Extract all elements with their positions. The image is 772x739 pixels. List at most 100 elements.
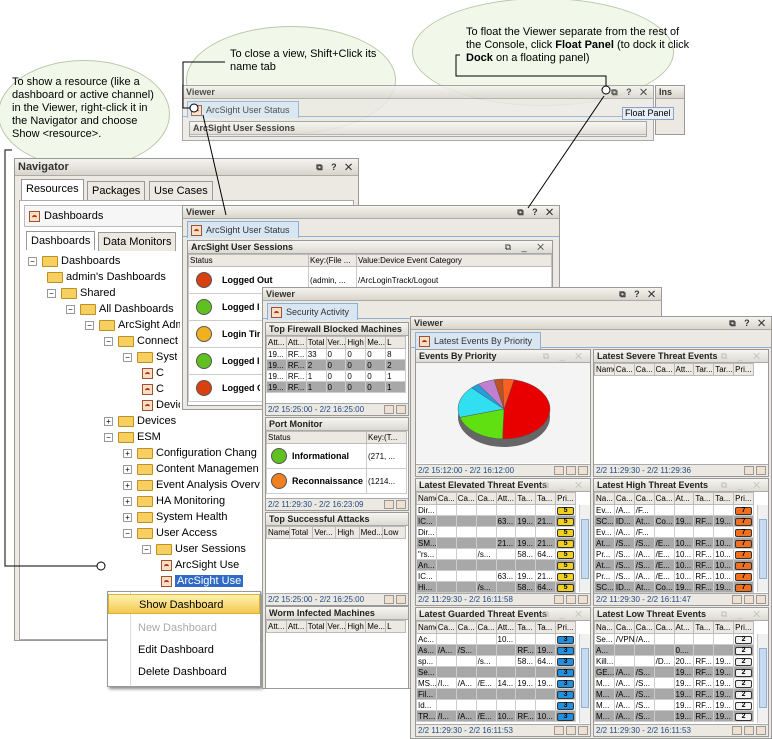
toolbar-button[interactable] [554, 595, 564, 604]
tree-item[interactable]: −ESM [104, 429, 161, 445]
tree-item[interactable]: −ArcSight Adm [85, 317, 180, 333]
panel-buttons[interactable]: ⧉ _ ✕ [720, 480, 764, 490]
tree-item[interactable]: +Event Analysis Overv [123, 477, 260, 493]
table-row[interactable]: A...0....2 [594, 644, 754, 656]
table-row[interactable]: Hi.../s...58...64...5 [416, 581, 576, 593]
tree-item[interactable]: C [142, 381, 164, 397]
pie-slice[interactable] [459, 408, 505, 440]
tree-item[interactable]: +Content Managemen [123, 461, 259, 477]
toolbar-button[interactable] [756, 595, 766, 604]
column-header[interactable]: Att... [673, 363, 695, 376]
collapse-icon[interactable]: − [142, 544, 151, 554]
menu-item-edit-dashboard[interactable]: Edit Dashboard [138, 644, 214, 656]
toolbar-button[interactable] [384, 595, 394, 604]
tree-item[interactable]: ArcSight Use [161, 573, 244, 589]
tab-arcsight-user-status[interactable]: ArcSight User Status [187, 221, 299, 238]
toolbar-button[interactable] [578, 595, 588, 604]
vertical-scrollbar[interactable] [579, 505, 590, 592]
toolbar-button[interactable] [566, 726, 576, 735]
column-header[interactable]: High [345, 620, 367, 633]
collapse-icon[interactable]: − [28, 256, 37, 266]
tree-item[interactable]: −All Dashboards [66, 301, 174, 317]
table-row[interactable]: Reconnaissance(1214... [266, 468, 407, 494]
pie-slice[interactable] [502, 378, 515, 410]
tree-item[interactable]: +System Health [123, 509, 228, 525]
expand-icon[interactable]: + [123, 448, 132, 458]
column-header[interactable]: Ta... [515, 492, 537, 505]
toolbar-button[interactable] [732, 595, 742, 604]
table-row[interactable]: M.../A.../S...19...RF...19...2 [594, 677, 754, 689]
column-header[interactable]: Med... [358, 526, 383, 539]
table-row[interactable]: Kill.../D...20...RF...19...2 [594, 655, 754, 667]
tree-item[interactable]: Device Status [142, 397, 180, 413]
panel-buttons[interactable]: ⧉ _ ✕ [504, 242, 548, 252]
pie-slice[interactable] [502, 379, 551, 440]
table-row[interactable]: SC...ID...At...Co...19...RF...19...7 [594, 515, 754, 527]
column-header[interactable]: Name [594, 363, 615, 376]
tree-item[interactable]: ArcSight Use [161, 557, 239, 573]
column-header[interactable]: Pri... [555, 492, 576, 505]
subtab-data-monitors[interactable]: Data Monitors [98, 232, 177, 251]
expand-icon[interactable]: + [123, 480, 132, 490]
scrollbar-thumb[interactable] [581, 648, 589, 708]
scrollbar-thumb[interactable] [581, 519, 589, 579]
table-row[interactable]: SC...ID...At...Co...19...RF...19...7 [594, 581, 754, 593]
column-header[interactable]: Tar... [693, 363, 715, 376]
column-header[interactable]: Na... [594, 492, 615, 505]
column-header[interactable]: Att... [495, 621, 517, 634]
table-row[interactable]: M.../A.../S...19...RF...19...2 [594, 688, 754, 700]
expand-icon[interactable]: + [123, 512, 132, 522]
column-header[interactable]: Low [381, 526, 407, 539]
expand-icon[interactable]: + [123, 464, 132, 474]
table-row[interactable]: Ev.../A.../F...7 [594, 526, 754, 538]
toolbar-button[interactable] [756, 466, 766, 475]
panel-buttons[interactable]: ⧉ _ ✕ [720, 351, 764, 361]
toolbar-button[interactable] [396, 405, 406, 414]
table-row[interactable]: As.../A.../S...RF...19...3 [416, 644, 576, 656]
collapse-icon[interactable]: − [104, 432, 113, 442]
table-row[interactable]: TR.../I.../A.../E...10...RF...10...3 [416, 710, 576, 722]
table-row[interactable]: SM...21...19...21...5 [416, 537, 576, 549]
tree-item[interactable]: +Configuration Chang [123, 445, 257, 461]
viewer-buttons[interactable]: ⧉ ? ✕ [729, 318, 768, 328]
vertical-scrollbar[interactable] [757, 634, 768, 723]
column-header[interactable]: Ca... [633, 363, 655, 376]
column-header[interactable]: Att... [266, 620, 287, 633]
panel-buttons[interactable]: ⧉ _ ✕ [720, 609, 764, 619]
toolbar-button[interactable] [566, 595, 576, 604]
column-header[interactable]: Total [289, 526, 314, 539]
tree-item[interactable]: +Devices [104, 413, 176, 429]
tree-item[interactable]: −Syst [123, 349, 177, 365]
tab-security-activity[interactable]: Security Activity [267, 303, 359, 320]
table-row[interactable]: Ev.../A.../F...7 [594, 504, 754, 516]
column-header[interactable]: Total [305, 620, 327, 633]
viewer-buttons[interactable]: ⧉ ? ✕ [619, 289, 658, 299]
panel-toolbar[interactable] [384, 500, 406, 509]
tab-resources[interactable]: Resources [21, 179, 84, 200]
collapse-icon[interactable]: − [123, 352, 132, 362]
collapse-icon[interactable]: − [123, 528, 132, 538]
column-header[interactable]: Na... [594, 621, 615, 634]
tab-packages[interactable]: Packages [87, 181, 146, 200]
column-header[interactable]: Tar... [713, 363, 735, 376]
panel-buttons[interactable]: ⧉ _ ✕ [542, 351, 586, 361]
column-header[interactable]: Name [266, 526, 291, 539]
collapse-icon[interactable]: − [47, 288, 56, 298]
panel-toolbar[interactable] [732, 726, 766, 735]
viewer-buttons[interactable]: ⧉ ? ✕ [517, 207, 556, 217]
pie-slice[interactable] [457, 387, 505, 418]
column-header[interactable]: L [385, 336, 406, 349]
toolbar-button[interactable] [744, 726, 754, 735]
column-header[interactable]: Key:(T... [366, 431, 407, 444]
panel-toolbar[interactable] [732, 595, 766, 604]
column-header[interactable]: Ca... [653, 621, 675, 634]
table-row[interactable]: At.../S.../S.../E...10...RF...10...7 [594, 537, 754, 549]
panel-toolbar[interactable] [744, 466, 766, 475]
column-header[interactable]: Key:(File ... [308, 254, 357, 267]
column-header[interactable]: High [345, 336, 367, 349]
tree-item[interactable]: admin's Dashboards [47, 269, 166, 285]
tab-use-cases[interactable]: Use Cases [149, 181, 213, 200]
toolbar-button[interactable] [396, 500, 406, 509]
table-row[interactable]: GE.../A.../S...19...RF...19...2 [594, 666, 754, 678]
tree-item[interactable]: −Dashboards [28, 253, 120, 269]
